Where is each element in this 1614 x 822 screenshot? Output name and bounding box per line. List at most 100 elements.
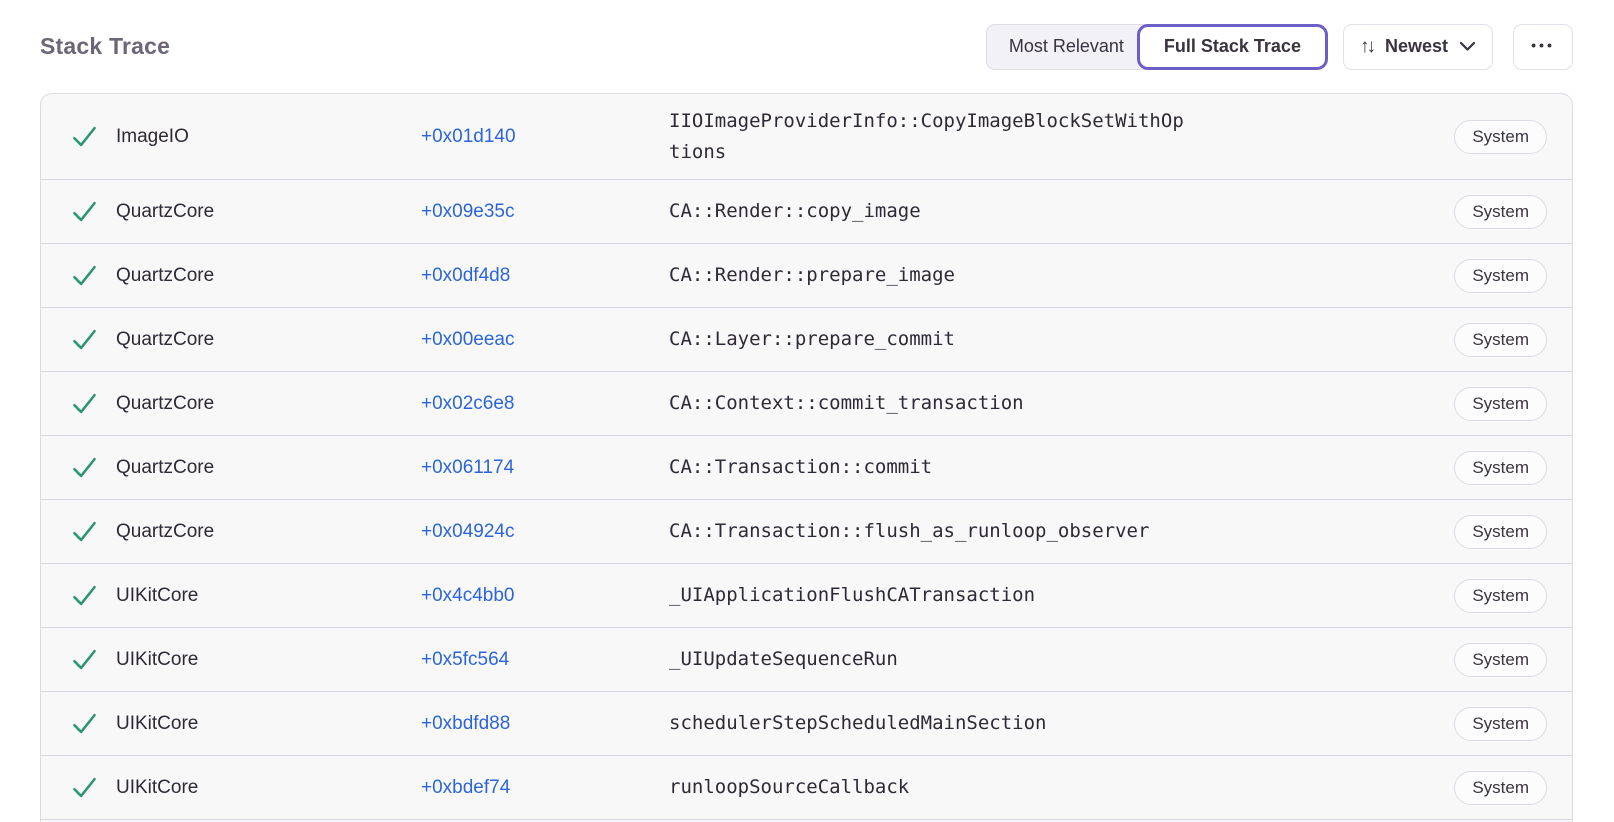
- check-cell: [71, 710, 116, 737]
- frame-address-link[interactable]: +0xbdef74: [421, 776, 511, 798]
- system-badge: System: [1454, 386, 1547, 421]
- frame-address-link[interactable]: +0x5fc564: [421, 648, 510, 670]
- more-options-button[interactable]: •••: [1513, 23, 1573, 70]
- check-icon: [73, 265, 96, 286]
- check-icon: [73, 521, 96, 542]
- frame-function: _UIUpdateSequenceRun: [669, 648, 898, 670]
- frame-address-link[interactable]: +0x09e35c: [421, 200, 515, 222]
- check-cell: [71, 646, 116, 673]
- frame-module: UIKitCore: [116, 648, 199, 670]
- badge-cell: System: [1454, 514, 1547, 549]
- frame-function: schedulerStepScheduledMainSection: [669, 712, 1047, 734]
- stack-frame-row[interactable]: QuartzCore +0x00eeac CA::Layer::prepare_…: [41, 307, 1572, 371]
- stack-frame-row[interactable]: UIKitCore +0x4c4bb0 _UIApplicationFlushC…: [41, 563, 1572, 627]
- badge-cell: System: [1454, 770, 1547, 805]
- system-badge: System: [1454, 258, 1547, 293]
- header-controls: Most Relevant Full Stack Trace ↑↓ Newest…: [985, 23, 1573, 70]
- check-cell: [71, 262, 116, 289]
- check-cell: [71, 774, 116, 801]
- sort-arrows-icon: ↑↓: [1359, 35, 1376, 57]
- system-badge: System: [1454, 450, 1547, 485]
- frame-address-link[interactable]: +0xbdfd88: [421, 712, 511, 734]
- badge-cell: System: [1454, 119, 1547, 154]
- check-icon: [73, 713, 96, 734]
- frame-function: CA::Transaction::flush_as_runloop_observ…: [669, 520, 1150, 542]
- frame-module: QuartzCore: [116, 520, 215, 542]
- badge-cell: System: [1454, 322, 1547, 357]
- badge-cell: System: [1454, 450, 1547, 485]
- stack-frame-row[interactable]: QuartzCore +0x02c6e8 CA::Context::commit…: [41, 371, 1572, 435]
- stack-frame-row[interactable]: UIKitCore +0x5fc564 _UIUpdateSequenceRun…: [41, 627, 1572, 691]
- sort-button-label: Newest: [1384, 36, 1448, 56]
- frame-module: QuartzCore: [116, 264, 215, 286]
- system-badge: System: [1454, 770, 1547, 805]
- frame-function: CA::Render::prepare_image: [669, 264, 955, 286]
- badge-cell: System: [1454, 706, 1547, 741]
- frame-module: UIKitCore: [116, 584, 199, 606]
- stack-trace-list: ImageIO +0x01d140 IIOImageProviderInfo::…: [40, 93, 1573, 822]
- frame-module: UIKitCore: [116, 712, 199, 734]
- system-badge: System: [1454, 578, 1547, 613]
- frame-function: IIOImageProviderInfo::CopyImageBlockSetW…: [669, 109, 1184, 163]
- stack-frame-row[interactable]: UIKitCore +0xbdfd88 schedulerStepSchedul…: [41, 691, 1572, 755]
- full-stack-trace-button[interactable]: Full Stack Trace: [1136, 23, 1328, 70]
- frame-module: QuartzCore: [116, 200, 215, 222]
- stack-frame-row[interactable]: QuartzCore +0x061174 CA::Transaction::co…: [41, 435, 1572, 499]
- frame-module: UIKitCore: [116, 776, 199, 798]
- frames-list: ImageIO +0x01d140 IIOImageProviderInfo::…: [41, 94, 1572, 819]
- check-cell: [71, 454, 116, 481]
- frame-function: CA::Transaction::commit: [669, 456, 933, 478]
- system-badge: System: [1454, 119, 1547, 154]
- check-icon: [73, 393, 96, 414]
- most-relevant-button[interactable]: Most Relevant: [985, 23, 1147, 70]
- frame-address-link[interactable]: +0x02c6e8: [421, 392, 515, 414]
- system-badge: System: [1454, 642, 1547, 677]
- check-cell: [71, 390, 116, 417]
- frame-address-link[interactable]: +0x0df4d8: [421, 264, 511, 286]
- frame-function: runloopSourceCallback: [669, 776, 910, 798]
- frame-address-link[interactable]: +0x061174: [421, 456, 515, 478]
- check-cell: [71, 198, 116, 225]
- check-icon: [73, 777, 96, 798]
- stack-frame-row[interactable]: UIKitCore +0xbdef74 runloopSourceCallbac…: [41, 755, 1572, 819]
- stack-frame-row[interactable]: QuartzCore +0x0df4d8 CA::Render::prepare…: [41, 243, 1572, 307]
- frame-address-link[interactable]: +0x01d140: [421, 125, 516, 147]
- stack-frame-row[interactable]: QuartzCore +0x04924c CA::Transaction::fl…: [41, 499, 1572, 563]
- system-badge: System: [1454, 322, 1547, 357]
- badge-cell: System: [1454, 386, 1547, 421]
- frame-module: QuartzCore: [116, 328, 215, 350]
- frame-function: _UIApplicationFlushCATransaction: [669, 584, 1036, 606]
- page-title: Stack Trace: [40, 33, 171, 59]
- frame-module: ImageIO: [116, 125, 189, 147]
- frame-function: CA::Render::copy_image: [669, 200, 921, 222]
- ellipsis-icon: •••: [1531, 36, 1555, 53]
- check-cell: [71, 123, 116, 150]
- badge-cell: System: [1454, 258, 1547, 293]
- check-icon: [73, 585, 96, 606]
- badge-cell: System: [1454, 578, 1547, 613]
- badge-cell: System: [1454, 642, 1547, 677]
- frame-address-link[interactable]: +0x4c4bb0: [421, 584, 515, 606]
- check-icon: [73, 457, 96, 478]
- sort-button[interactable]: ↑↓ Newest: [1342, 23, 1493, 70]
- system-badge: System: [1454, 706, 1547, 741]
- frame-function: CA::Context::commit_transaction: [669, 392, 1024, 414]
- frame-address-link[interactable]: +0x00eeac: [421, 328, 515, 350]
- stack-frame-row[interactable]: ImageIO +0x01d140 IIOImageProviderInfo::…: [41, 94, 1572, 179]
- frame-address-link[interactable]: +0x04924c: [421, 520, 515, 542]
- check-icon: [73, 201, 96, 222]
- frame-module: QuartzCore: [116, 456, 215, 478]
- frame-module: QuartzCore: [116, 392, 215, 414]
- stack-frame-row[interactable]: QuartzCore +0x09e35c CA::Render::copy_im…: [41, 179, 1572, 243]
- stack-trace-header: Stack Trace Most Relevant Full Stack Tra…: [0, 0, 1614, 93]
- chevron-down-icon: [1459, 41, 1476, 51]
- system-badge: System: [1454, 514, 1547, 549]
- check-cell: [71, 518, 116, 545]
- check-icon: [73, 126, 96, 147]
- check-icon: [73, 329, 96, 350]
- check-cell: [71, 326, 116, 353]
- clipped-next-row: [41, 819, 1572, 822]
- check-icon: [73, 649, 96, 670]
- badge-cell: System: [1454, 194, 1547, 229]
- check-cell: [71, 582, 116, 609]
